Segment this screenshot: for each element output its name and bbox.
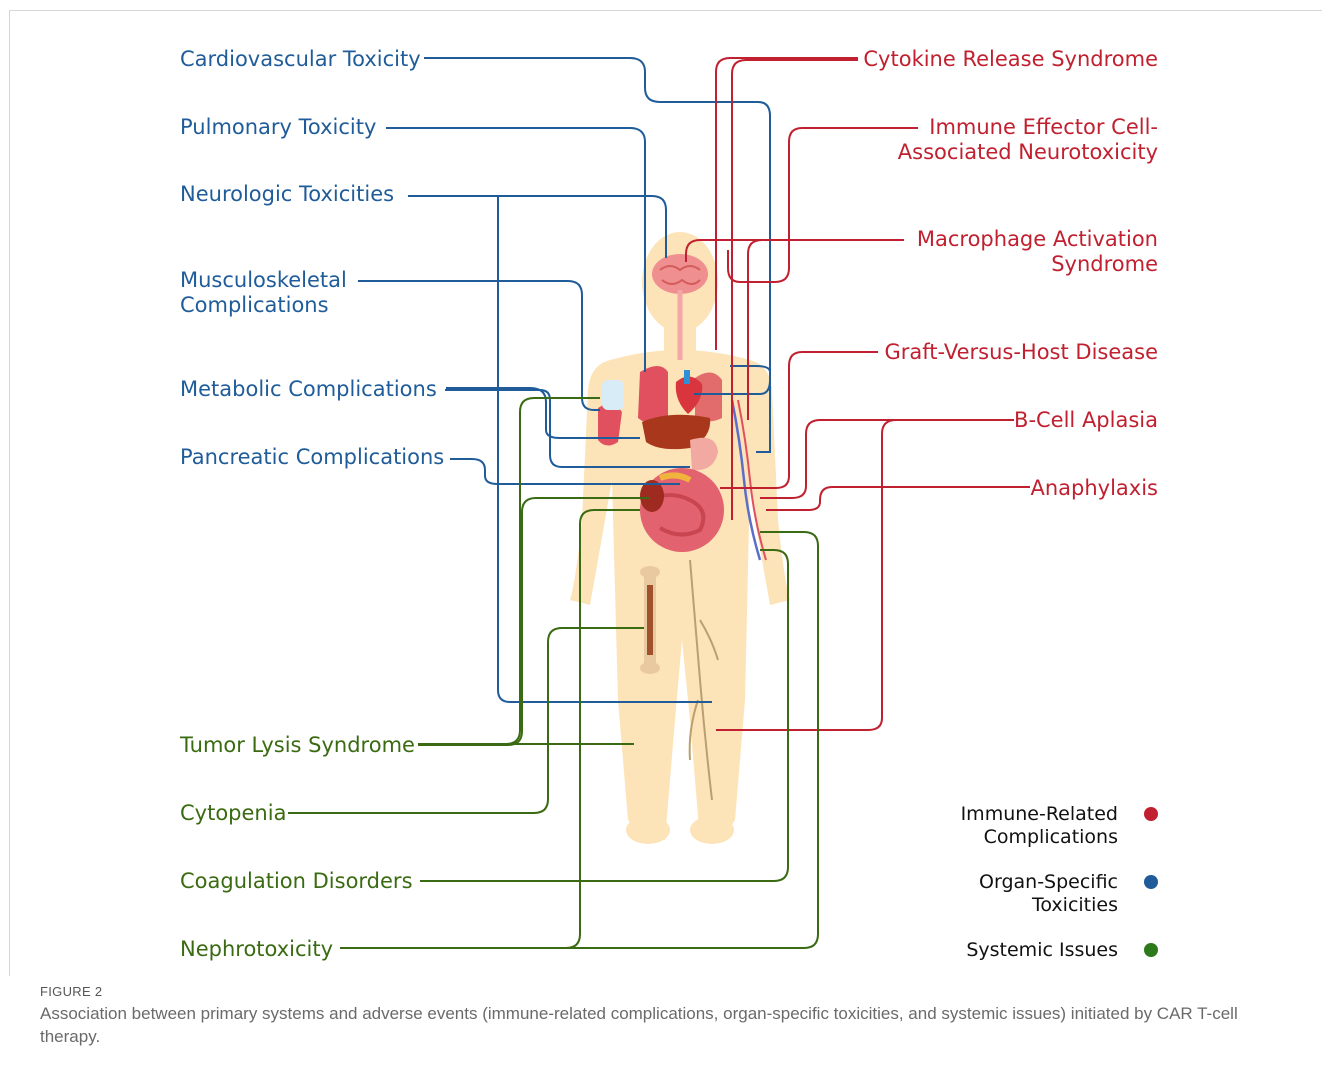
legend-immune-dot (1144, 807, 1158, 821)
label-cytopenia: Cytopenia (180, 801, 286, 825)
label-icans: Immune Effector Cell-Associated Neurotox… (898, 115, 1158, 164)
immune-label-group: Cytokine Release Syndrome Immune Effecto… (863, 47, 1158, 500)
organ-label-group: Cardiovascular Toxicity Pulmonary Toxici… (180, 47, 444, 469)
label-metabolic-complications: Metabolic Complications (180, 377, 437, 401)
systemic-label-group: Tumor Lysis Syndrome Cytopenia Coagulati… (179, 733, 415, 961)
legend-organ-dot (1144, 875, 1158, 889)
label-pancreatic-complications: Pancreatic Complications (180, 445, 444, 469)
label-anaphylaxis: Anaphylaxis (1030, 476, 1158, 500)
label-pulmonary-toxicity: Pulmonary Toxicity (180, 115, 376, 139)
label-cardiovascular-toxicity: Cardiovascular Toxicity (180, 47, 421, 71)
legend-systemic-dot (1144, 943, 1158, 957)
adverse-events-diagram: Cardiovascular Toxicity Pulmonary Toxici… (0, 0, 1322, 975)
figure-caption: Association between primary systems and … (40, 1002, 1300, 1048)
figure-label: FIGURE 2 (40, 984, 102, 999)
label-cytokine-release-syndrome: Cytokine Release Syndrome (863, 47, 1158, 71)
label-coagulation-disorders: Coagulation Disorders (180, 869, 413, 893)
label-tumor-lysis-syndrome: Tumor Lysis Syndrome (179, 733, 415, 757)
legend-systemic-label: Systemic Issues (966, 939, 1118, 961)
human-body-figure (570, 232, 790, 844)
label-graft-versus-host-disease: Graft-Versus-Host Disease (884, 340, 1158, 364)
label-b-cell-aplasia: B-Cell Aplasia (1014, 408, 1158, 432)
label-nephrotoxicity: Nephrotoxicity (180, 937, 333, 961)
label-neurologic-toxicities: Neurologic Toxicities (180, 182, 394, 206)
